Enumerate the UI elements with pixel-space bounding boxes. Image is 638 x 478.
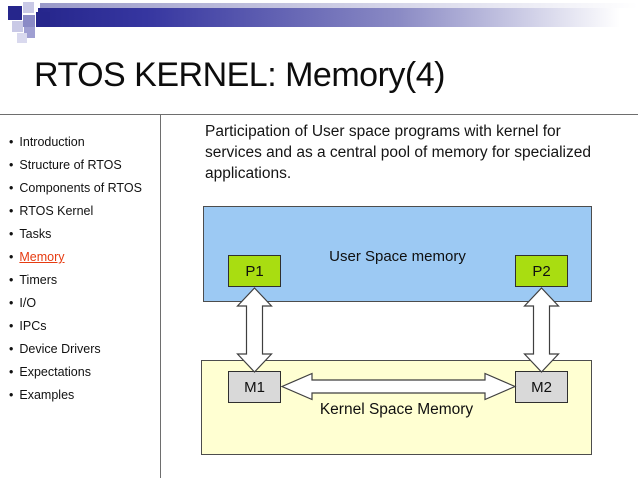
bullet-icon: • (9, 204, 14, 218)
sidebar-item-introduction: • Introduction (9, 131, 157, 154)
horizontal-divider (0, 114, 638, 115)
sidebar-item-rtos-kernel: • RTOS Kernel (9, 200, 157, 223)
bullet-icon: • (9, 250, 14, 264)
bullet-icon: • (9, 135, 14, 149)
sidebar-item-label: Components of RTOS (19, 181, 142, 195)
sidebar-item-label: Memory (19, 250, 65, 264)
sidebar-item-i-o: • I/O (9, 292, 157, 315)
decor-square (36, 12, 50, 27)
vertical-divider (160, 114, 161, 478)
bidirectional-arrow-m1-m2 (280, 372, 517, 401)
header-band-light (40, 3, 638, 8)
sidebar-item-label: Introduction (19, 135, 85, 149)
process-p2-box: P2 (515, 255, 568, 287)
process-p1-box: P1 (228, 255, 281, 287)
sidebar-item-ipcs: • IPCs (9, 315, 157, 338)
sidebar-item-memory[interactable]: • Memory (9, 246, 157, 269)
sidebar-item-label: IPCs (19, 319, 47, 333)
bullet-icon: • (9, 296, 14, 310)
sidebar-item-label: Examples (19, 388, 75, 402)
decor-square (17, 33, 27, 43)
sidebar-item-timers: • Timers (9, 269, 157, 292)
bullet-icon: • (9, 388, 14, 402)
decor-square (24, 27, 35, 38)
sidebar-item-structure-of-rtos: • Structure of RTOS (9, 154, 157, 177)
user-space-memory-label: User Space memory (329, 248, 466, 265)
sidebar-item-label: Expectations (19, 365, 91, 379)
sidebar-item-label: Tasks (19, 227, 52, 241)
decor-square (8, 6, 22, 20)
sidebar-item-tasks: • Tasks (9, 223, 157, 246)
bullet-icon: • (9, 319, 14, 333)
bullet-icon: • (9, 158, 14, 172)
sidebar-item-expectations: • Expectations (9, 361, 157, 384)
bullet-icon: • (9, 342, 14, 356)
bullet-icon: • (9, 227, 14, 241)
bidirectional-arrow-p1-m1 (236, 287, 273, 373)
memory-m1-box: M1 (228, 371, 281, 403)
decor-square (12, 21, 23, 32)
body-paragraph: Participation of User space programs wit… (205, 123, 591, 182)
bullet-icon: • (9, 365, 14, 379)
sidebar-item-examples: • Examples (9, 384, 157, 407)
sidebar-item-label: Structure of RTOS (19, 158, 122, 172)
kernel-space-memory-label: Kernel Space Memory (319, 401, 474, 418)
sidebar-item-label: Timers (19, 273, 58, 287)
bullet-icon: • (9, 273, 14, 287)
bidirectional-arrow-p2-m2 (523, 287, 560, 373)
decor-square (23, 2, 34, 13)
sidebar-item-components-of-rtos: • Components of RTOS (9, 177, 157, 200)
decor-square (23, 15, 35, 27)
sidebar-item-label: I/O (19, 296, 37, 310)
header-band (38, 8, 638, 27)
bullet-icon: • (9, 181, 14, 195)
sidebar-list: • Introduction • Structure of RTOS • Componen… (9, 131, 157, 407)
slide-title: RTOS KERNEL: Memory(4) (34, 56, 445, 94)
sidebar-item-device-drivers: • Device Drivers (9, 338, 157, 361)
sidebar-item-label: Device Drivers (19, 342, 101, 356)
sidebar-item-label: RTOS Kernel (19, 204, 94, 218)
